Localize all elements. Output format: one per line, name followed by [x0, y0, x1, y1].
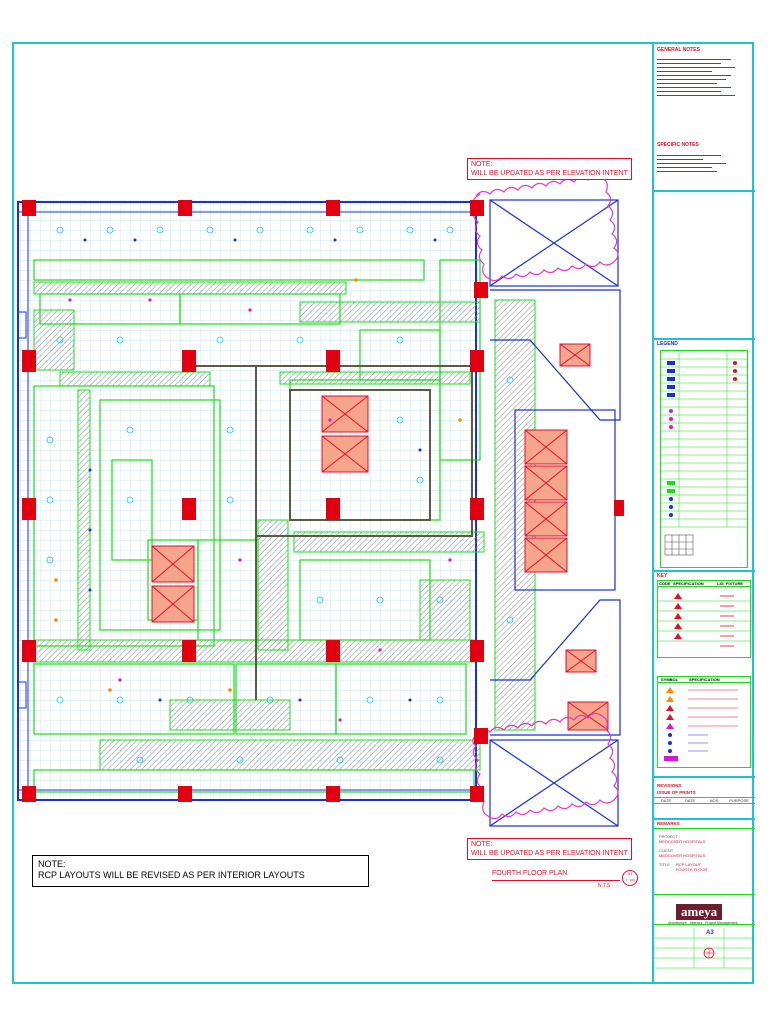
specific-notes-text — [657, 152, 749, 175]
title-label: TITLE — [659, 862, 670, 867]
rcp-note: NOTE: RCP LAYOUTS WILL BE REVISED AS PER… — [32, 855, 369, 887]
plan-title: FOURTH FLOOR PLAN — [492, 870, 568, 877]
issue-col-nos: NOS — [709, 798, 719, 803]
issue-col-date1: DATE — [660, 798, 672, 803]
sheet-size: A3 — [706, 930, 714, 936]
key-table: CODE SPECIFICATION LIG. FIXTURE — [657, 580, 751, 658]
plan-title-underline — [492, 880, 620, 881]
project-info: PROJECT MEDCOVER HOSPITALS CLIENT MEDCOV… — [657, 834, 711, 872]
sheet-tag: 01 1 : 100 — [622, 870, 638, 886]
drawing-frame — [12, 42, 754, 984]
elevation-note-top-heading: NOTE: — [471, 161, 493, 168]
legend-heading: LEGEND — [657, 341, 678, 347]
divider — [654, 190, 755, 192]
elevation-note-bottom: NOTE: WILL BE UPDATED AS PER ELEVATION I… — [467, 838, 632, 860]
elevation-note-top: NOTE: WILL BE UPDATED AS PER ELEVATION I… — [467, 158, 632, 180]
company-tagline: Architecture . Interiors . Project Manag… — [668, 921, 738, 925]
symbol-table: SYMBOL SPECIFICATION — [657, 676, 751, 768]
divider — [654, 894, 755, 895]
divider — [654, 818, 755, 820]
title-value-line2: FOURTH FLOOR — [675, 867, 708, 872]
company-logo: ameya — [676, 904, 723, 920]
legend-symbols — [661, 351, 747, 556]
issue-col-purpose: PURPOSE — [729, 798, 749, 803]
title-value-line1: RCP LAYOUT — [675, 862, 702, 867]
general-notes-text — [657, 56, 749, 99]
issue-col-date2: DATE — [684, 798, 696, 803]
revisions-heading: REVISIONS — [657, 783, 682, 788]
key-symbols — [658, 593, 750, 647]
project-value: MEDCOVER HOSPITALS — [659, 839, 706, 844]
remarks-heading: REMARKS — [657, 821, 680, 826]
issue-header-row: DATE DATE NOS PURPOSE — [654, 797, 755, 804]
divider — [654, 776, 755, 778]
divider — [654, 828, 755, 829]
key-col-spec: SPECIFICATION — [673, 581, 704, 586]
title-grid — [654, 928, 754, 969]
scale-note: N.T.S — [598, 883, 611, 889]
elevation-note-bottom-heading: NOTE: — [471, 841, 493, 848]
symbol-col-spec: SPECIFICATION — [689, 677, 720, 682]
symbol-header-row: SYMBOL SPECIFICATION — [658, 677, 750, 683]
rcp-note-text: RCP LAYOUTS WILL BE REVISED AS PER INTER… — [38, 870, 305, 880]
elevation-note-top-text: WILL BE UPDATED AS PER ELEVATION INTENT — [471, 170, 628, 177]
key-header-row: CODE SPECIFICATION LIG. FIXTURE — [658, 581, 750, 587]
symbol-col-symbol: SYMBOL — [661, 677, 679, 682]
general-notes-heading: GENERAL NOTES — [657, 47, 700, 53]
divider — [654, 338, 755, 340]
title-block: GENERAL NOTES SPECIFIC NOTES LEGEND — [652, 44, 755, 982]
rcp-note-heading: NOTE: — [38, 859, 66, 869]
divider — [654, 924, 755, 925]
key-col-code: CODE — [659, 581, 671, 586]
client-value: MEDCOVER HOSPITALS — [659, 853, 706, 858]
client-label: CLIENT — [659, 848, 674, 853]
key-col-fixture: LIG. FIXTURE — [717, 581, 743, 586]
legend-table — [660, 350, 748, 568]
symbol-list — [664, 687, 738, 761]
elevation-note-bottom-text: WILL BE UPDATED AS PER ELEVATION INTENT — [471, 850, 628, 857]
sheet-tag-number: 01 — [627, 871, 633, 876]
key-heading: KEY — [657, 573, 668, 579]
sheet-tag-scale: 1 : 100 — [625, 878, 635, 882]
project-label: PROJECT — [659, 834, 678, 839]
issue-of-prints-heading: ISSUE OF PRINTS — [657, 790, 696, 795]
divider — [654, 570, 755, 572]
specific-notes-heading: SPECIFIC NOTES — [657, 142, 699, 148]
